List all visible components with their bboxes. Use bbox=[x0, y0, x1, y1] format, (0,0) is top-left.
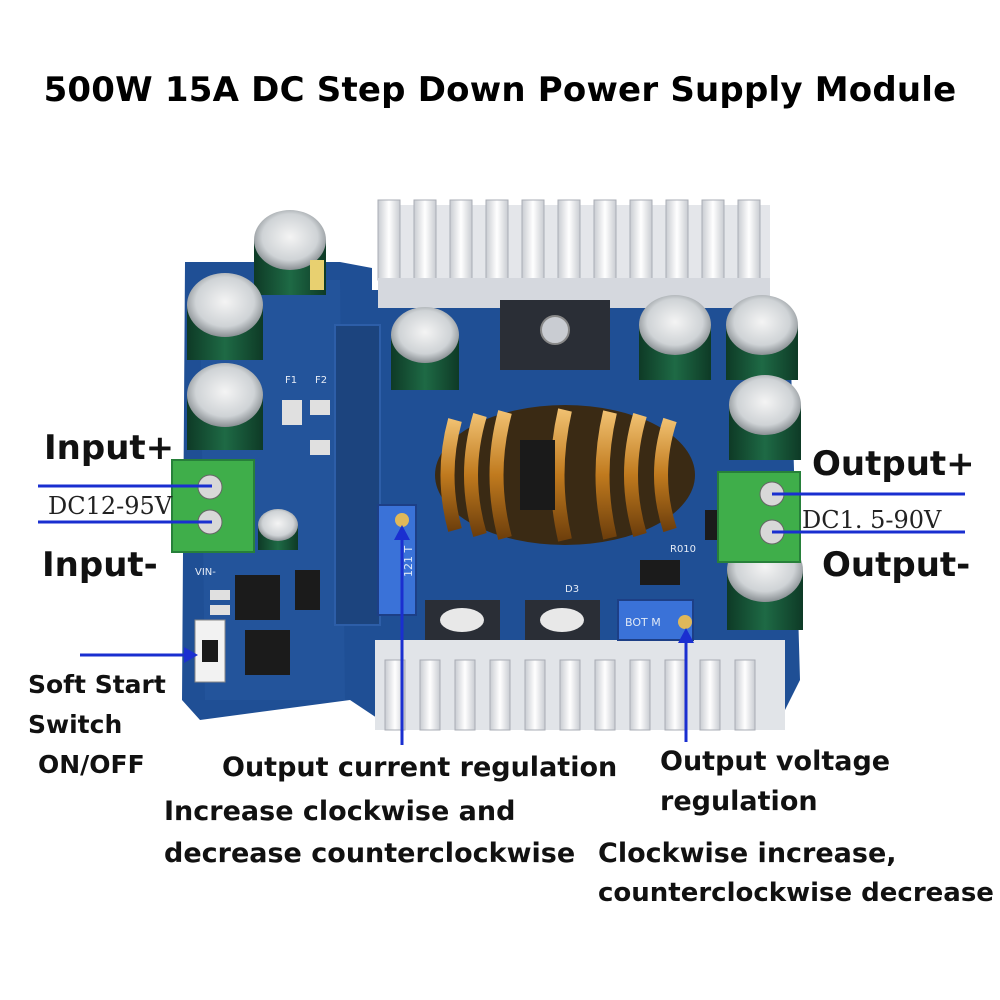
soft-start-label-2: Switch bbox=[28, 710, 123, 739]
soft-start-label-3: ON/OFF bbox=[38, 750, 145, 779]
voltage-regulation-title-2: regulation bbox=[660, 786, 818, 817]
pot-voltage-marking: BOT M bbox=[625, 616, 661, 629]
capacitors bbox=[187, 210, 803, 630]
input-range-label: DC12-95V bbox=[48, 492, 173, 520]
page-title: 500W 15A DC Step Down Power Supply Modul… bbox=[43, 70, 957, 110]
annotation-arrows bbox=[38, 484, 965, 745]
top-heatsink bbox=[377, 199, 770, 370]
f2-marking: F2 bbox=[315, 375, 327, 386]
output-terminal-block bbox=[717, 471, 801, 563]
input-terminal-block bbox=[171, 459, 255, 553]
input-plus-label: Input+ bbox=[44, 428, 175, 468]
soft-start-label-1: Soft Start bbox=[28, 670, 166, 699]
d3-marking: D3 bbox=[565, 584, 579, 595]
output-minus-label: Output- bbox=[822, 545, 971, 585]
vin-marking: VIN- bbox=[195, 567, 216, 578]
voltage-regulation-title-1: Output voltage bbox=[660, 746, 891, 777]
voltage-regulation-desc-1: Clockwise increase, bbox=[598, 838, 897, 869]
current-regulation-desc-2: decrease counterclockwise bbox=[164, 838, 576, 869]
bottom-heatsink bbox=[375, 600, 785, 731]
current-regulation-desc-1: Increase clockwise and bbox=[164, 796, 516, 827]
r010-marking: R010 bbox=[670, 544, 696, 555]
f1-marking: F1 bbox=[285, 375, 297, 386]
output-range-label: DC1. 5-90V bbox=[802, 506, 942, 534]
current-regulation-title: Output current regulation bbox=[222, 752, 618, 783]
inductor-coil bbox=[435, 405, 695, 545]
voltage-regulation-desc-2: counterclockwise decrease bbox=[598, 878, 994, 908]
input-minus-label: Input- bbox=[42, 545, 158, 585]
pot-current-marking: 121 T bbox=[402, 546, 415, 577]
output-plus-label: Output+ bbox=[812, 444, 975, 484]
daughter-board bbox=[334, 324, 381, 626]
